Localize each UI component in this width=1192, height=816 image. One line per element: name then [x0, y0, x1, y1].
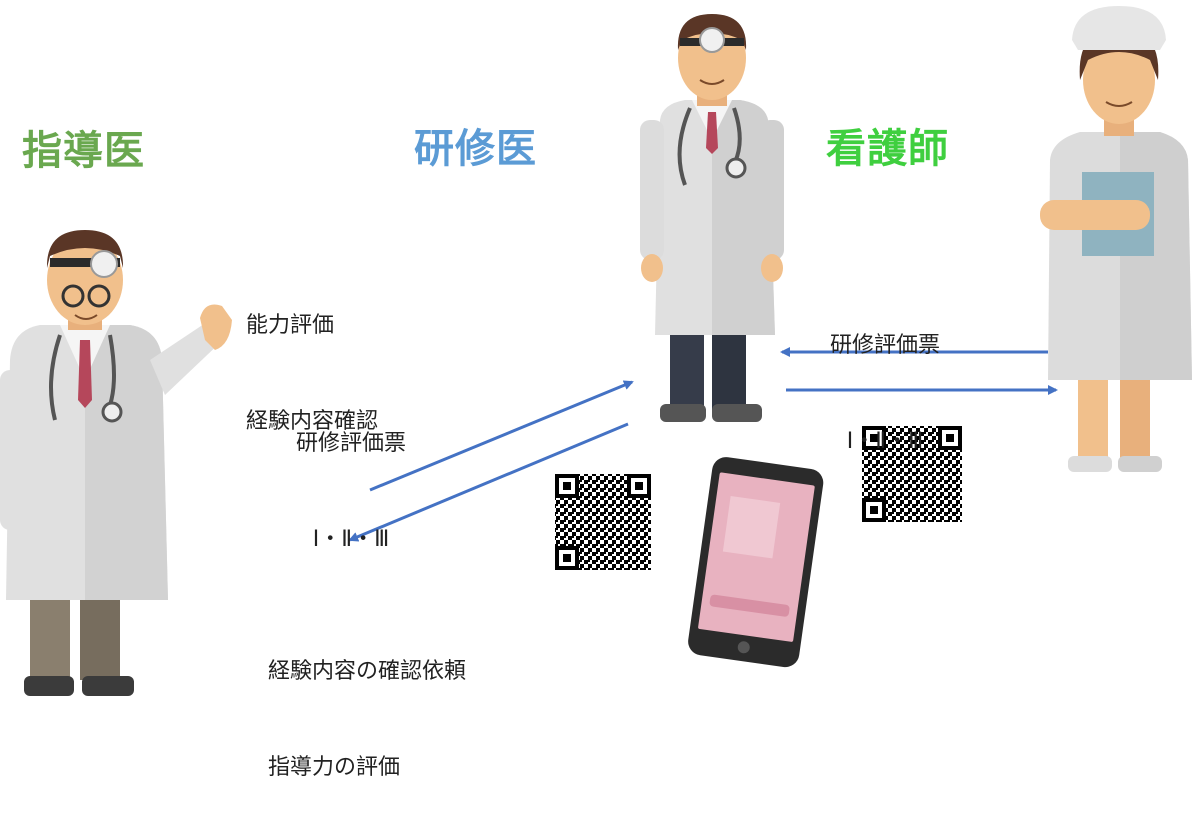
resident-doctor-icon — [640, 14, 784, 422]
eval-form-left-line2: Ⅰ・Ⅱ・Ⅲ — [312, 527, 390, 552]
arrow-resident-to-supervisor — [348, 422, 629, 542]
nurse-label: 看護師 — [826, 126, 949, 172]
resident-label: 研修医 — [414, 126, 537, 172]
ability-note: 能力評価 経験内容確認 — [246, 246, 378, 470]
request-note: 経験内容の確認依頼 指導力の評価 — [268, 592, 466, 816]
arrow-supervisor-to-resident — [369, 380, 634, 492]
request-note-line2: 指導力の評価 — [268, 755, 401, 780]
eval-form-note-left: 研修評価票 Ⅰ・Ⅱ・Ⅲ — [296, 364, 406, 588]
eval-form-left-line1: 研修評価票 — [296, 431, 407, 456]
eval-form-right-line1: 研修評価票 — [830, 333, 941, 358]
qr-code-icon — [555, 474, 651, 570]
ability-note-line1: 能力評価 — [246, 313, 335, 338]
smartphone-icon — [688, 457, 824, 668]
eval-form-note-right: 研修評価票 Ⅰ・Ⅱ・Ⅲ — [830, 266, 940, 490]
request-note-line1: 経験内容の確認依頼 — [268, 659, 467, 684]
eval-form-right-line2: Ⅰ・Ⅱ・Ⅲ — [846, 429, 924, 454]
qr-code-icon — [862, 426, 962, 522]
supervisor-label: 指導医 — [22, 128, 145, 174]
supervisor-doctor-icon — [0, 230, 232, 696]
nurse-icon — [1040, 6, 1192, 472]
ability-note-line2: 経験内容確認 — [246, 409, 379, 434]
diagram-canvas — [0, 6, 1192, 696]
